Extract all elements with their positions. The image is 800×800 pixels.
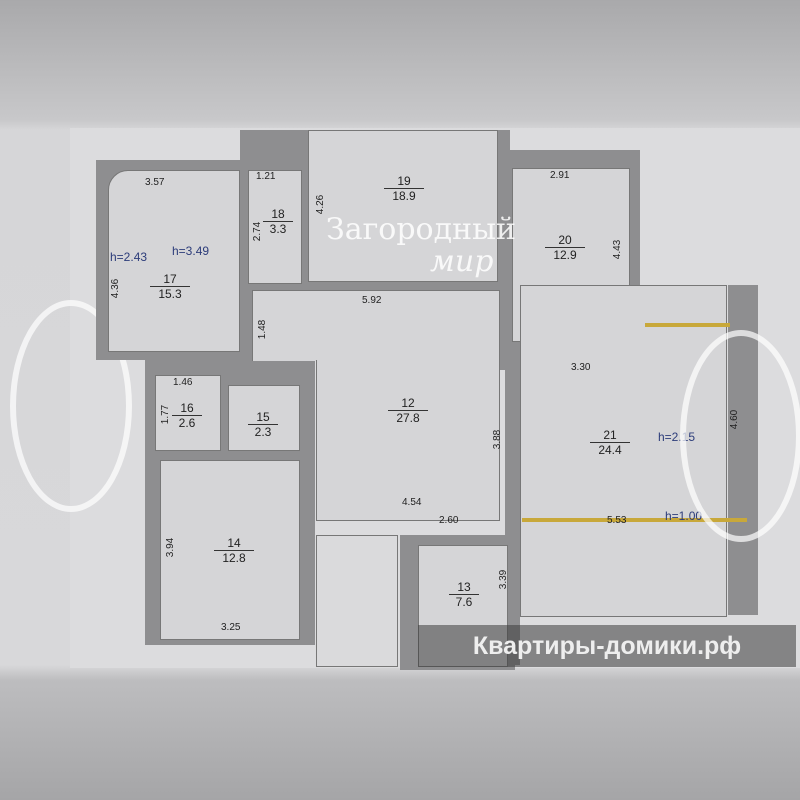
railing [645, 323, 730, 327]
room-12 [316, 360, 500, 521]
room-19 [308, 130, 498, 282]
dimension: 4.54 [402, 497, 422, 508]
room-15 [228, 385, 300, 451]
dimension: 3.88 [492, 429, 504, 450]
room-12-upper [252, 290, 500, 361]
stairwell [316, 535, 398, 667]
watermark-flower-left [10, 300, 132, 512]
dimension: 5.53 [607, 515, 627, 526]
dimension: 3.39 [498, 569, 510, 590]
dimension: 2.91 [550, 170, 570, 181]
watermark-banner: Квартиры-домики.рф [418, 625, 796, 667]
dimension: 4.26 [315, 194, 327, 215]
watermark-flower-right [680, 330, 800, 542]
dimension: 3.57 [145, 177, 165, 188]
room-16 [155, 375, 221, 451]
height-label: h=2.43 [110, 250, 148, 264]
dimension: 1.77 [160, 404, 172, 425]
height-label: h=3.49 [172, 244, 210, 258]
room-17 [108, 170, 240, 352]
watermark-text: мир [430, 244, 494, 279]
height-label: h=1.00 [665, 509, 703, 523]
room-18 [248, 170, 302, 284]
dimension: 4.36 [110, 278, 122, 299]
dimension: 2.60 [439, 515, 459, 526]
dimension: 1.21 [256, 171, 276, 182]
dimension: 5.92 [362, 295, 382, 306]
dimension: 1.48 [257, 319, 269, 340]
dimension: 4.43 [612, 239, 624, 260]
dimension: 3.94 [165, 537, 177, 558]
watermark-text: Загородный [326, 212, 516, 247]
dimension: 3.30 [571, 362, 591, 373]
railing [522, 518, 747, 522]
dimension: 1.46 [173, 377, 193, 388]
dimension: 3.25 [221, 622, 241, 633]
dimension: 2.74 [252, 221, 264, 242]
